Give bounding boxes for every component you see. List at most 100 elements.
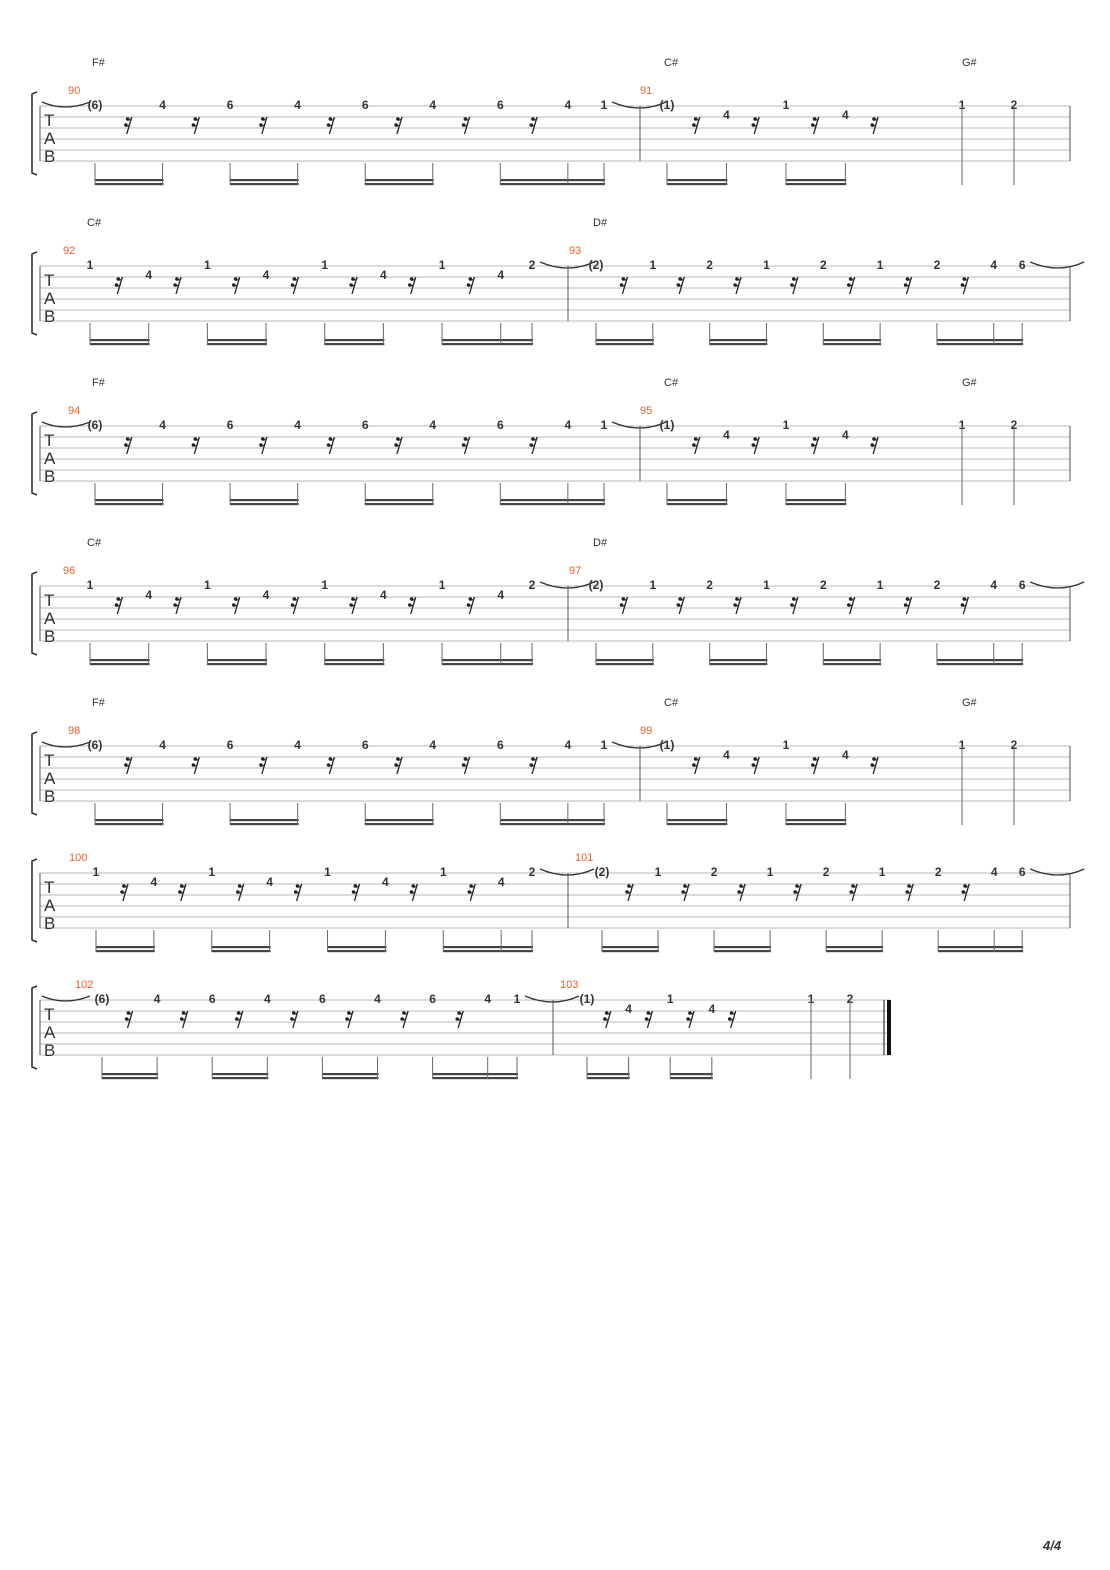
beam: [442, 343, 533, 346]
tie-arc: [41, 741, 91, 748]
beam: [785, 499, 847, 502]
tie-arc: [539, 868, 595, 876]
fret-number: 4: [842, 748, 849, 762]
sixteenth-rest-icon: [625, 883, 634, 902]
sixteenth-rest-icon: [467, 883, 476, 902]
sixteenth-rest-icon: [351, 883, 361, 902]
beam: [324, 339, 385, 342]
tab-clef-letter: A: [44, 769, 56, 788]
sixteenth-rest-icon: [408, 596, 417, 615]
measure-number: 98: [68, 725, 80, 737]
beam: [596, 659, 654, 662]
beam: [95, 823, 164, 826]
tie-arc: [539, 261, 595, 269]
sixteenth-rest-icon: [408, 276, 417, 295]
fret-number: 1: [783, 98, 790, 112]
tie-arc: [539, 581, 595, 589]
sixteenth-rest-icon: [179, 1010, 189, 1029]
fret-number: 4: [159, 418, 166, 432]
chord-symbol: C#: [664, 57, 679, 69]
beam: [365, 179, 434, 182]
fret-number: 1: [514, 992, 521, 1006]
beam: [365, 819, 434, 822]
tie-arc: [41, 995, 91, 1002]
sixteenth-rest-icon: [903, 276, 913, 295]
fret-number: 1: [879, 865, 886, 879]
beam: [327, 946, 387, 949]
sixteenth-rest-icon: [191, 116, 200, 135]
fret-number: 6: [429, 992, 436, 1006]
sixteenth-rest-icon: [619, 596, 629, 615]
fret-number: 1: [439, 578, 446, 592]
fret-number: 4: [429, 738, 436, 752]
beam: [230, 179, 299, 182]
fret-number: 4: [294, 738, 301, 752]
tie-arc: [524, 995, 580, 1003]
tab-clef-letter: T: [44, 751, 54, 770]
sixteenth-rest-icon: [727, 1010, 737, 1029]
sixteenth-rest-icon: [326, 756, 336, 775]
fret-number: 1: [783, 418, 790, 432]
sixteenth-rest-icon: [461, 756, 471, 775]
sixteenth-rest-icon: [676, 276, 685, 295]
fret-number: 4: [708, 1002, 715, 1016]
fret-number: 1: [649, 258, 656, 272]
sixteenth-rest-icon: [345, 1010, 354, 1029]
sixteenth-rest-icon: [846, 596, 856, 615]
sixteenth-rest-icon: [231, 596, 241, 615]
beam: [602, 950, 660, 953]
fret-number: 4: [723, 108, 730, 122]
fret-number: 2: [934, 258, 941, 272]
sixteenth-rest-icon: [114, 276, 123, 295]
system-bracket: [31, 571, 38, 656]
sixteenth-rest-icon: [790, 596, 799, 615]
fret-number: 1: [877, 258, 884, 272]
fret-number: 1: [763, 578, 770, 592]
tie-arc: [1029, 261, 1085, 269]
sixteenth-rest-icon: [124, 116, 133, 135]
fret-number: 1: [204, 258, 211, 272]
fret-number: 4: [842, 108, 849, 122]
sixteenth-rest-icon: [173, 596, 182, 615]
fret-number: 4: [723, 428, 730, 442]
fret-number: 1: [649, 578, 656, 592]
sixteenth-rest-icon: [686, 1010, 695, 1029]
beam: [667, 819, 728, 822]
fret-number: 6: [497, 98, 504, 112]
sixteenth-rest-icon: [466, 276, 476, 295]
sixteenth-rest-icon: [178, 883, 187, 902]
sixteenth-rest-icon: [259, 116, 268, 135]
beam: [365, 503, 434, 506]
sixteenth-rest-icon: [676, 596, 685, 615]
fret-number: 4: [990, 258, 997, 272]
system-bracket: [31, 731, 38, 816]
beam: [667, 503, 728, 506]
fret-number: 4: [154, 992, 161, 1006]
fret-number: 4: [380, 268, 387, 282]
measure-number: 100: [69, 852, 87, 864]
beam: [230, 183, 299, 186]
beam: [322, 1077, 379, 1080]
fret-number: 4: [565, 738, 572, 752]
sixteenth-rest-icon: [790, 276, 799, 295]
fret-number: 1: [601, 98, 608, 112]
sixteenth-rest-icon: [751, 116, 760, 135]
chord-symbol: F#: [92, 57, 106, 69]
fret-number: 4: [374, 992, 381, 1006]
fret-number: 2: [706, 578, 713, 592]
tab-clef-letter: A: [44, 1023, 56, 1042]
fret-number: 4: [266, 875, 273, 889]
fret-number: (6): [88, 738, 103, 752]
sixteenth-rest-icon: [737, 883, 746, 902]
sixteenth-rest-icon: [870, 756, 879, 775]
tab-clef-letter: T: [44, 878, 54, 897]
beam: [212, 1073, 269, 1076]
fret-number: 2: [706, 258, 713, 272]
chord-symbol: C#: [664, 697, 679, 709]
chord-symbol: C#: [87, 537, 102, 549]
fret-number: (6): [95, 992, 110, 1006]
sixteenth-rest-icon: [905, 883, 914, 902]
beam: [500, 823, 605, 826]
beam: [785, 819, 847, 822]
